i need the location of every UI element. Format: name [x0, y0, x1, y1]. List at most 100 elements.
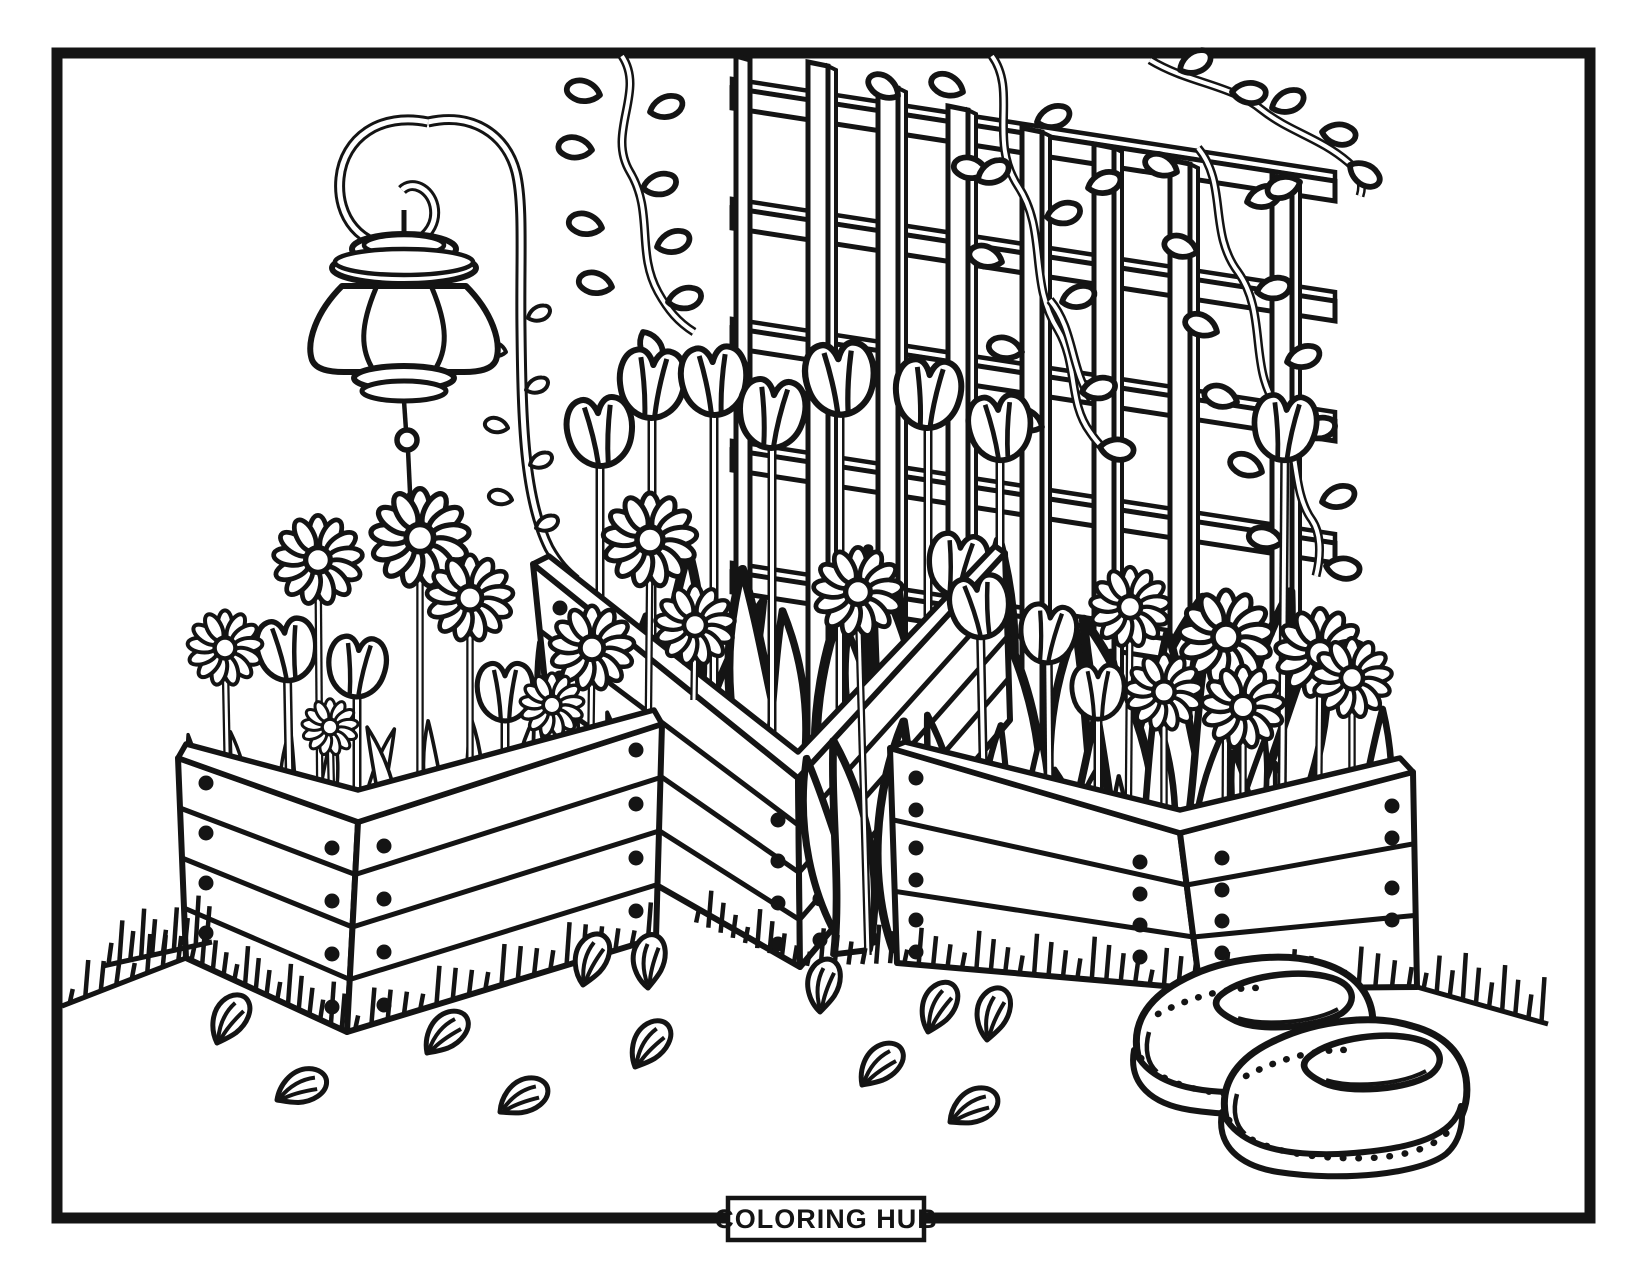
vine-leaf	[642, 173, 677, 196]
nail-dot	[376, 838, 392, 854]
nail-dot	[1132, 886, 1148, 902]
hatch-mark	[1147, 969, 1155, 986]
vine-leaf	[648, 94, 685, 120]
lantern-pole-inner	[427, 117, 578, 582]
plank-seam	[179, 805, 357, 877]
planter-box-right	[887, 739, 1420, 992]
nail-dot	[376, 944, 392, 960]
fallen-petal	[426, 1011, 468, 1053]
hatch-mark	[515, 945, 524, 981]
vine-leaf	[576, 268, 614, 299]
hatch-mark	[171, 907, 180, 951]
hatch-mark	[754, 908, 763, 949]
trellis-vine-stem-inner	[990, 54, 1119, 460]
tassel-bead	[394, 427, 420, 453]
flower-stem-inner	[316, 559, 322, 816]
hatch-mark	[450, 967, 458, 1001]
vine-leaf	[667, 287, 702, 310]
hatch-mark	[629, 929, 637, 946]
hatch-mark	[902, 949, 910, 965]
nail-dot	[1132, 917, 1148, 933]
fallen-petal	[913, 979, 967, 1033]
nail-dot	[1214, 850, 1230, 866]
hatch-mark	[117, 920, 125, 963]
fallen-petal	[499, 1071, 550, 1122]
hatch-mark	[1486, 982, 1495, 1008]
hatch-mark	[767, 921, 775, 954]
fallen-petal	[861, 1043, 903, 1085]
hatch-mark	[974, 930, 982, 970]
vine-leaf	[1060, 284, 1097, 310]
tulip-flower	[1072, 665, 1124, 719]
nail-dot	[908, 770, 924, 786]
hatch-mark	[1460, 952, 1469, 1001]
daisy-flower	[299, 697, 361, 758]
nail-dot	[1384, 830, 1400, 846]
nail-dot	[1214, 882, 1230, 898]
nail-dot	[908, 840, 924, 856]
daisy-flower	[654, 585, 735, 666]
hatch-mark	[296, 975, 304, 1010]
hatch-mark	[67, 988, 75, 1004]
hatch-mark	[189, 945, 197, 961]
hatch-mark	[352, 1015, 361, 1030]
nail-dot	[376, 891, 392, 907]
nail-dot	[628, 742, 644, 758]
climbing-vines	[556, 47, 1383, 582]
hatch-mark	[204, 906, 212, 944]
fallen-petal	[205, 992, 256, 1043]
tassel-wire	[401, 400, 409, 431]
nail-dot	[770, 853, 786, 869]
hatch-mark	[613, 928, 621, 951]
plank-seam	[354, 775, 662, 877]
hatch-mark	[242, 945, 251, 986]
hatch-mark	[128, 930, 136, 961]
nail-dot	[324, 946, 340, 962]
nail-dot	[628, 796, 644, 812]
hatch-mark	[499, 943, 507, 986]
hatch-mark	[959, 952, 968, 969]
hatch-mark	[1075, 958, 1083, 979]
plank-seam	[351, 828, 660, 930]
nail-dot	[324, 840, 340, 856]
lantern-panel-right	[429, 287, 447, 373]
plank-seam	[349, 882, 659, 982]
lantern-body	[307, 283, 501, 375]
hatch-mark	[873, 924, 882, 964]
brand-label-box	[725, 1195, 927, 1243]
tassel-wire2	[405, 449, 413, 493]
hatch-mark	[548, 949, 556, 971]
pole-leaf	[528, 451, 554, 471]
clog-opening	[1300, 1032, 1443, 1093]
hatch-mark	[1473, 967, 1482, 1004]
brand-label-text: COLORING HUB	[714, 1204, 938, 1234]
vine-leaf	[1269, 87, 1307, 115]
clog-stitching	[1242, 1046, 1354, 1080]
pole-leaf	[483, 415, 510, 436]
hatch-mark	[779, 933, 787, 959]
hatch-mark	[1499, 964, 1508, 1012]
hatch-mark	[83, 959, 91, 998]
plank-seam	[891, 817, 1188, 888]
hatch-mark	[466, 969, 475, 996]
hatch-mark	[1539, 977, 1547, 1023]
fallen-petal	[965, 983, 1022, 1040]
hatch-mark	[706, 890, 714, 928]
hatch-mark	[1132, 961, 1141, 984]
hatch-mark	[1513, 979, 1521, 1015]
hatch-mark	[193, 895, 201, 946]
hatch-mark	[531, 947, 540, 976]
fallen-petal	[949, 1081, 1000, 1132]
hatch-mark	[1406, 966, 1414, 988]
daisy-flower	[602, 493, 697, 588]
hatch-mark	[988, 938, 997, 972]
hatch-mark	[253, 957, 262, 991]
pole-leaf	[524, 376, 550, 396]
tulip-flower	[325, 635, 388, 700]
daisy-flower	[273, 515, 364, 605]
hatch-mark	[1526, 994, 1534, 1019]
nail-dot	[552, 600, 568, 616]
nail-dot	[1132, 949, 1148, 965]
clog-opening-inner	[1237, 1007, 1339, 1025]
lantern-panel-left	[361, 287, 379, 373]
